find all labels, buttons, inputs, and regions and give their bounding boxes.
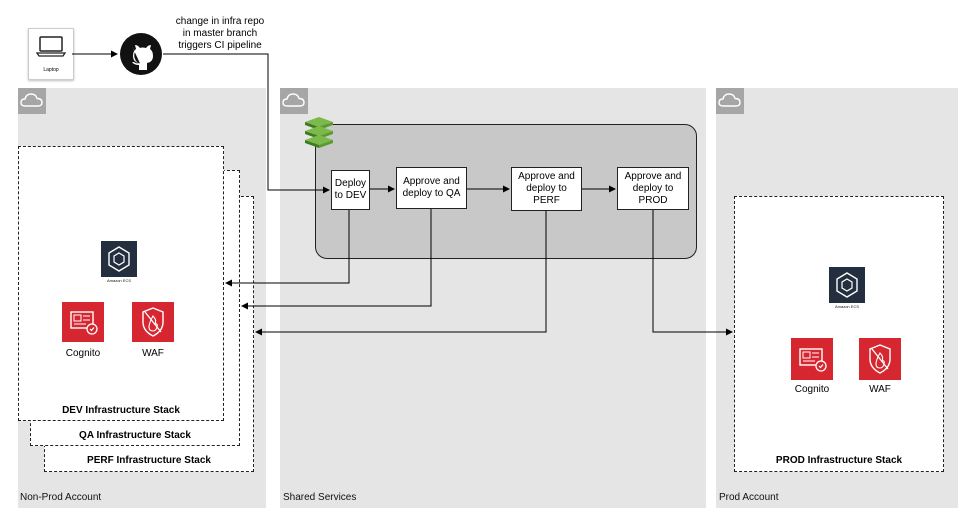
nonprod-account-label: Non-Prod Account — [20, 492, 102, 503]
laptop-icon — [35, 36, 67, 57]
trigger-note-line2: in master branch — [182, 28, 258, 39]
waf-label: WAF — [142, 348, 164, 359]
stage-perf-line3: PERF — [533, 195, 560, 206]
stage-prod-line1: Approve and — [624, 170, 682, 182]
trigger-note-line1: change in infra repo — [175, 16, 265, 27]
shared-cloud-badge — [280, 88, 308, 114]
prod-cognito-icon — [791, 338, 833, 380]
github-icon — [120, 33, 162, 75]
ecs-label: Amazon ECS — [106, 278, 131, 283]
cognito-label: Cognito — [65, 348, 101, 359]
stage-prod-line3: PROD — [638, 194, 668, 206]
shared-services-label: Shared Services — [283, 492, 357, 503]
trigger-note-line3: triggers CI pipeline — [178, 40, 262, 51]
cloud-icon — [20, 93, 43, 107]
stage-prod-line2: deploy to — [632, 182, 674, 194]
cloud-icon — [282, 93, 305, 107]
cloud-icon — [718, 93, 741, 107]
prod-waf-label: WAF — [869, 384, 891, 395]
prod-cloud-badge — [716, 88, 744, 114]
ecs-icon — [101, 241, 137, 277]
stage-perf-line1: Approve and — [518, 171, 575, 182]
prod-ecs-icon — [829, 267, 865, 303]
prod-stack-label: PROD Infrastructure Stack — [775, 455, 903, 466]
prod-stack — [734, 196, 944, 472]
prod-cognito-label: Cognito — [794, 384, 830, 395]
stage-perf-line2: deploy to — [526, 183, 567, 194]
prod-account-label: Prod Account — [719, 492, 779, 503]
nonprod-cloud-badge — [18, 88, 46, 114]
prod-ecs-label: Amazon ECS — [834, 304, 859, 309]
dev-stack-label: DEV Infrastructure Stack — [62, 405, 180, 416]
stage-dev-line2: to DEV — [334, 190, 367, 201]
stage-qa-line1: Approve and — [403, 176, 460, 187]
laptop-card: Laptop — [28, 28, 74, 80]
qa-stack-label: QA Infrastructure Stack — [79, 430, 191, 441]
stage-qa-line2: deploy to QA — [402, 188, 461, 199]
waf-icon — [132, 302, 174, 342]
codepipeline-icon — [305, 117, 333, 148]
trigger-note: change in infra repo in master branch tr… — [160, 16, 280, 52]
prod-waf-icon — [859, 338, 901, 380]
laptop-label: Laptop — [43, 67, 59, 73]
perf-stack-label: PERF Infrastructure Stack — [87, 455, 211, 466]
dev-stack — [18, 146, 224, 421]
stage-dev-line1: Deploy — [334, 178, 367, 189]
cognito-icon — [62, 302, 104, 342]
